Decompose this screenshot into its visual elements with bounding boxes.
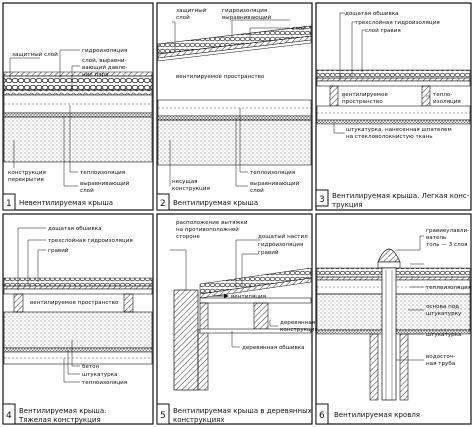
p2-label-leveling: выравнивающий xyxy=(222,14,272,21)
p5-label-board: дощатый настил xyxy=(258,233,308,240)
p2-label-protective-2: слой xyxy=(176,14,190,21)
p4-label-top-3: гравий xyxy=(48,247,69,254)
p3-label-insulation-1: тепло- xyxy=(433,92,452,98)
p1-label-pressure-3: ние пара xyxy=(82,72,109,78)
p1-number: 1 xyxy=(6,199,12,209)
p1-label-leveling-2: слой xyxy=(80,187,94,194)
p2-label-waterproofing: гидроизоляция xyxy=(222,8,267,14)
p1-pressure-layer xyxy=(3,89,153,96)
p6-label-insulation: теплоизоляция xyxy=(426,285,471,291)
panel-6: гравиеулавли- ватель толь — 3 слоя тепло… xyxy=(315,213,472,425)
p3-label-plaster-2: на стекловолокнистую ткань xyxy=(346,134,433,140)
p3-label-top-2: трехслойная гидроизоляция xyxy=(355,19,440,26)
p2-label-bearing-2: конструкция xyxy=(172,186,210,192)
p6-gravel-catcher xyxy=(377,248,401,263)
p1-label-protective: защитный слой xyxy=(12,51,58,58)
p2-number: 2 xyxy=(160,199,166,209)
p4-caption-1: Вентилируемая крыша. xyxy=(19,407,106,415)
p6-drain-pipe xyxy=(381,267,397,401)
p1-label-pressure-1: слой, выравни- xyxy=(82,57,127,64)
p4-label-ventilated: вентилируемое пространство xyxy=(30,300,119,306)
p2-caption: Вентилируемая крыша xyxy=(173,199,258,207)
p2-label-protective-1: защитный xyxy=(176,7,207,14)
p1-label-structure-2: перекрытия xyxy=(8,177,44,183)
p1-label-pressure-2: вающий давле- xyxy=(82,64,127,71)
panel-4: дощатая обшивка трехслойная гидроизоляци… xyxy=(2,213,154,425)
p3-label-ventilated-1: вентилируемое xyxy=(342,92,388,98)
p1-label-structure-1: конструкция xyxy=(8,170,46,176)
p3-label-top-1: дощатая обшивка xyxy=(345,11,399,17)
p5-caption-1: Вентилируемая крыша в деревянных xyxy=(173,407,312,415)
p5-wall xyxy=(173,289,199,391)
p5-label-wood-structure-2: конструкция xyxy=(280,327,318,333)
p1-caption: Невентилируемая крыша xyxy=(19,199,113,207)
p4-caption-2: Тяжелая конструкция xyxy=(18,416,101,424)
p6-label-catcher-1: гравиеулавли- xyxy=(426,228,469,234)
p1-waterproof-line xyxy=(3,71,153,77)
p5-label-ventilation: вентиляция xyxy=(231,294,266,300)
p4-label-insulation: теплоизоляция xyxy=(82,380,127,386)
p5-number: 5 xyxy=(160,411,166,421)
p5-label-outlets-1: расположение вытяжки xyxy=(176,220,248,226)
p3-label-insulation-2: изоляция xyxy=(433,99,461,105)
p4-concrete xyxy=(3,311,153,349)
panel-1: защитный слой гидроизоляция слой, выравн… xyxy=(2,2,154,211)
panel-3: дощатая обшивка трехслойная гидроизоляци… xyxy=(315,2,472,211)
p3-label-top-3: слой гравия xyxy=(365,27,401,34)
p4-number: 4 xyxy=(6,411,12,421)
p1-gravel-layer xyxy=(3,75,153,91)
p1-label-leveling-1: выравнивающий xyxy=(80,180,130,187)
p5-label-outlets-2: на противоположной xyxy=(176,226,239,233)
p1-leveling xyxy=(3,112,153,118)
p3-number: 3 xyxy=(319,195,325,205)
p2-label-bearing-1: несущая xyxy=(172,179,198,185)
p6-caption: Вентилируемая кровля xyxy=(334,411,420,419)
p2-label-layer: слой xyxy=(292,25,306,32)
p5-label-outlets-3: стороне xyxy=(176,234,200,240)
p2-label-ventilated: вентилируемое пространство xyxy=(176,74,265,80)
p6-label-drain-1: водосточ- xyxy=(426,354,455,360)
p2-label-leveling2-2: слой xyxy=(250,187,264,194)
p2-label-insulation: теплоизоляция xyxy=(250,170,295,176)
panel-2: защитный слой гидроизоляция выравнивающи… xyxy=(156,2,313,211)
p3-label-plaster-1: штукатурка, нанесенная шпателем xyxy=(346,127,452,133)
p5-caption-2: конструкциях xyxy=(173,416,225,424)
p6-label-catcher-3: толь — 3 слоя xyxy=(426,242,467,248)
p2-slab xyxy=(157,119,312,166)
p3-sheathing xyxy=(316,80,471,87)
p6-label-base-1: основа под xyxy=(426,304,459,310)
panel-5: расположение вытяжки на противоположной … xyxy=(156,213,318,425)
p4-gravel xyxy=(3,277,153,287)
p6-label-drain-2: ная труба xyxy=(426,361,455,367)
p4-label-top-1: дощатая обшивка xyxy=(48,226,102,232)
p1-label-waterproofing: гидроизоляция xyxy=(82,48,127,54)
p5-beam xyxy=(253,302,269,330)
p6-number: 6 xyxy=(319,411,325,421)
p5-label-wood-structure-1: деревянная xyxy=(280,320,315,326)
p4-label-plaster: штукатурка xyxy=(82,372,117,378)
p4-label-concrete: бетон xyxy=(82,364,100,370)
p3-joist-left xyxy=(329,85,339,107)
p6-label-plaster: штукатурка xyxy=(426,332,461,338)
p6-label-base-2: штукатурку xyxy=(426,311,462,317)
p1-label-insulation: теплоизоляция xyxy=(80,170,125,176)
p6-label-catcher-2: ватель xyxy=(426,235,446,241)
p3-caption-2: трукция xyxy=(332,201,362,209)
p4-label-top-2: трехслойная гидроизоляция xyxy=(48,237,133,244)
p5-label-gravel: гравий xyxy=(258,249,279,256)
p5-label-waterproofing: гидроизоляция xyxy=(258,242,303,248)
p2-label-leveling2-1: выравнивающий xyxy=(250,180,300,187)
p3-label-ventilated-2: пространство xyxy=(342,99,383,105)
p1-slab xyxy=(3,116,153,163)
p3-caption-1: Вентилируемая крыша. Легкая конс- xyxy=(332,192,470,200)
p4-sheathing xyxy=(3,288,153,295)
p5-label-wood-sheathing: деревянная обшивка xyxy=(242,345,305,351)
